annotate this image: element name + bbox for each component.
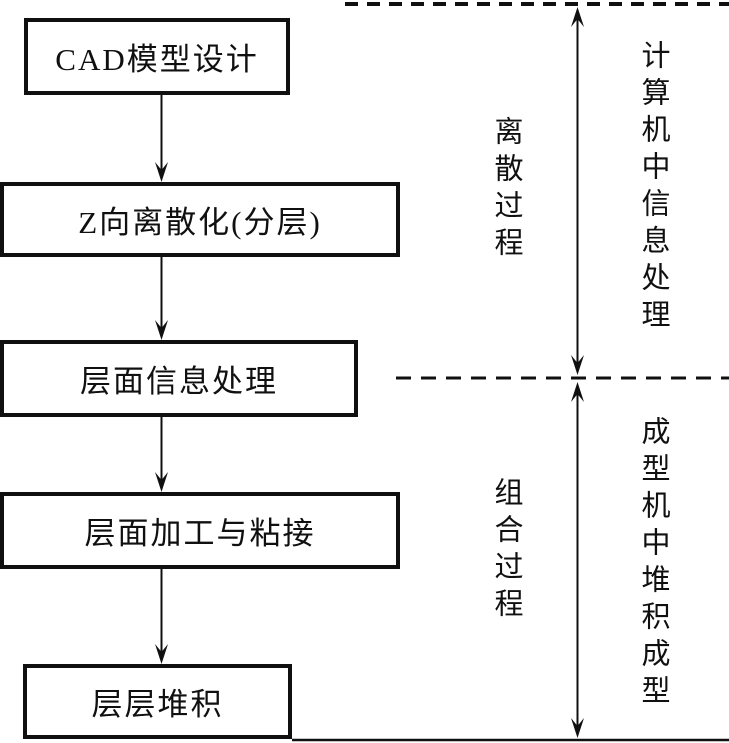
phase-label-combine-process: 组合过程	[490, 477, 522, 625]
flow-box-layer-machining-bond: 层面加工与粘接	[0, 492, 400, 569]
side-caption-computer-info-processing: 计算机中信息处理	[637, 40, 669, 336]
upper-span-double-arrow	[571, 7, 584, 375]
flow-box-label: 层面加工与粘接	[84, 516, 316, 551]
flow-box-label: 层层堆积	[91, 687, 224, 722]
flow-box-layer-info-processing: 层面信息处理	[0, 340, 358, 417]
flow-box-layer-stacking: 层层堆积	[23, 664, 292, 739]
connector-arrow-4	[155, 568, 168, 664]
flow-box-z-discretization: Z向离散化(分层)	[0, 182, 400, 257]
phase-label-discrete-process: 离散过程	[490, 116, 522, 264]
lower-span-double-arrow	[571, 382, 584, 738]
flow-box-cad-model-design: CAD模型设计	[24, 18, 290, 95]
flow-box-label: CAD模型设计	[55, 42, 259, 77]
flow-box-label: Z向离散化(分层)	[78, 205, 322, 240]
flow-box-label: 层面信息处理	[80, 364, 278, 399]
side-caption-machine-stack-forming: 成型机中堆积成型	[637, 416, 669, 712]
connector-arrow-3	[155, 417, 168, 492]
connector-arrow-1	[155, 95, 168, 182]
connector-arrow-2	[155, 257, 168, 340]
